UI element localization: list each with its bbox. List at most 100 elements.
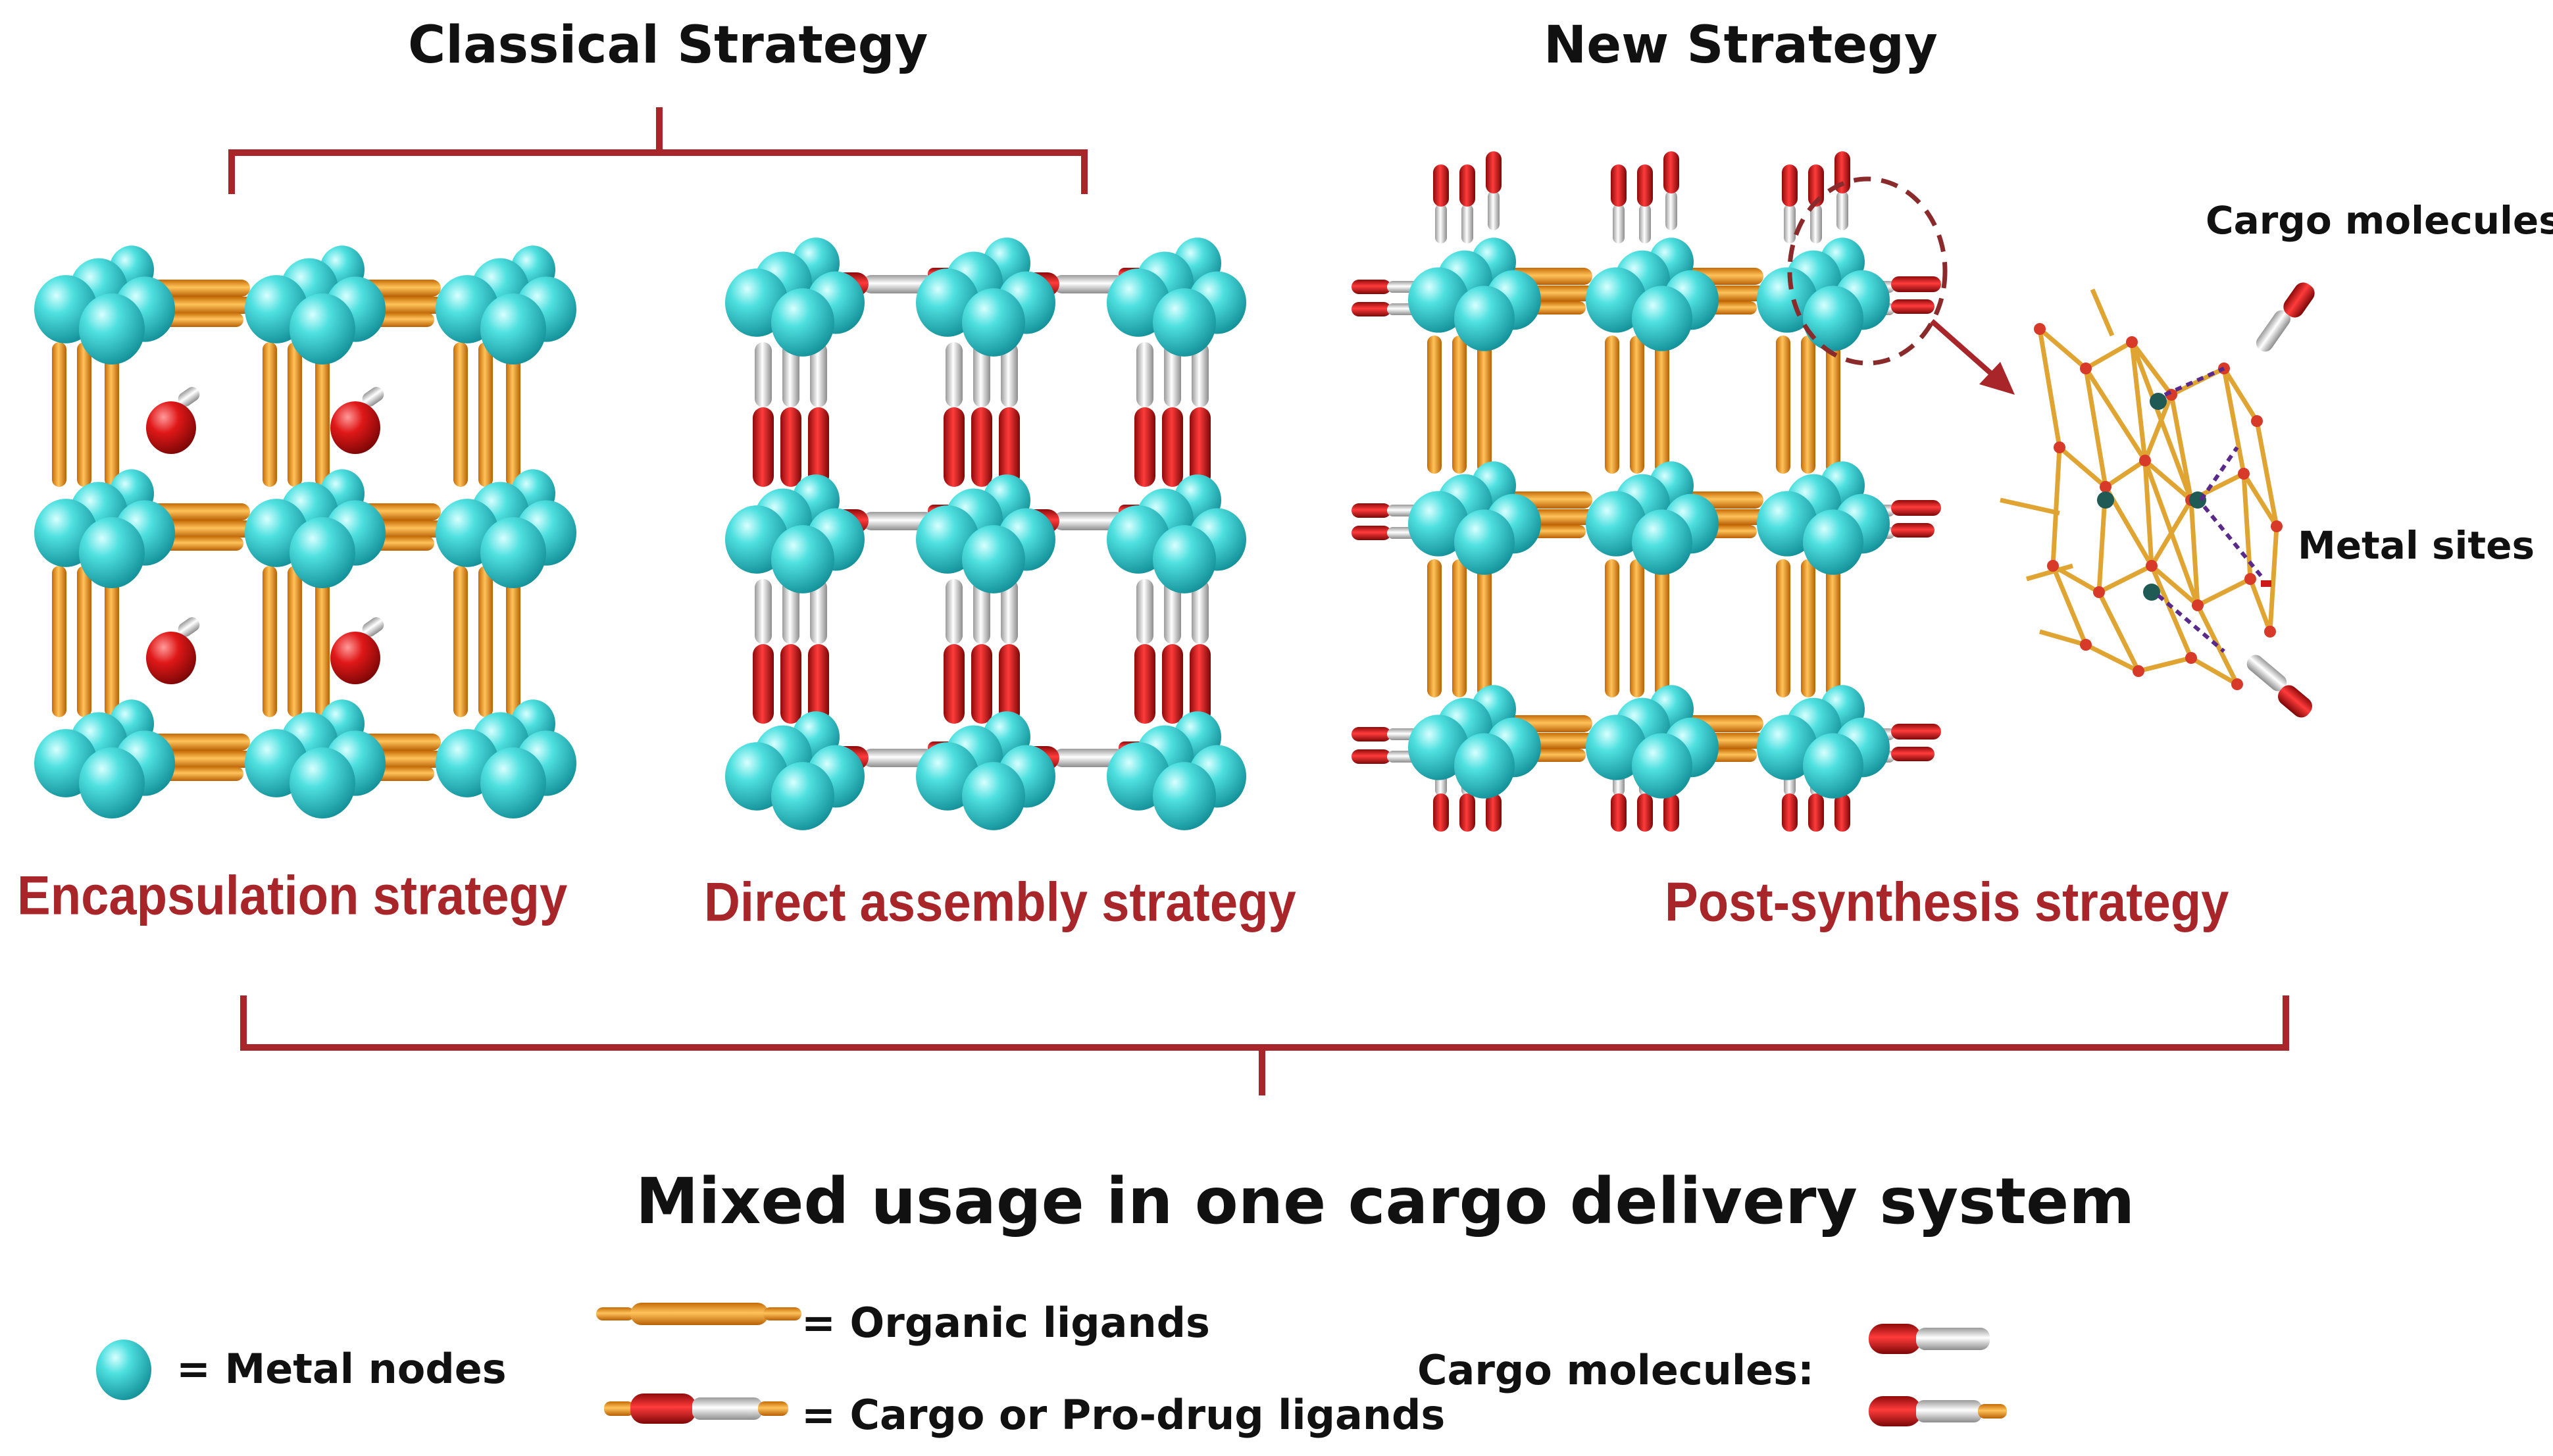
cargo-stub	[178, 387, 200, 407]
cluster-bond	[2143, 459, 2193, 502]
ligand-rod	[808, 407, 829, 487]
ligand-rod	[1162, 407, 1183, 487]
legend-cargo-molecule-icon-2	[1869, 1396, 2007, 1426]
ligand-rod	[1611, 164, 1627, 207]
ligand-rod	[1810, 204, 1822, 243]
ligand-rod	[1134, 407, 1155, 487]
cluster-bond	[2085, 642, 2140, 674]
ligand-rod	[1776, 559, 1790, 697]
metal-node	[771, 762, 834, 830]
cluster-bond	[2138, 655, 2192, 674]
cargo-stub	[362, 387, 384, 407]
metal-node	[1632, 286, 1692, 351]
metal-node	[1803, 286, 1863, 351]
mixed-usage-caption: Mixed usage in one cargo delivery system	[636, 1165, 2135, 1238]
cluster-bond	[2083, 368, 2108, 488]
ligand-rod	[808, 644, 829, 724]
ligand-rod	[1891, 276, 1941, 292]
ligand-rod	[944, 644, 965, 724]
post-synthesis-strategy-label: Post-synthesis strategy	[1665, 871, 2229, 933]
oxygen-atom	[2126, 336, 2138, 348]
ligand-rod	[1352, 280, 1391, 294]
ligand-rod	[1891, 299, 1934, 314]
metal-node	[962, 288, 1025, 357]
oxygen-atom	[2146, 560, 2158, 572]
metal-node	[962, 762, 1025, 830]
direct-assembly-framework	[725, 238, 1246, 830]
ligand-rod	[315, 342, 330, 487]
cluster-bond	[2130, 340, 2173, 397]
ligand-rod	[1136, 579, 1153, 644]
cluster-bond	[2098, 563, 2153, 595]
ligand-rod	[782, 342, 799, 407]
oxygen-atom	[2054, 441, 2065, 453]
ligand-rod	[263, 342, 277, 487]
ligand-rod	[1162, 644, 1183, 724]
ligand-rod	[1427, 336, 1442, 474]
ligand-rod	[1630, 559, 1644, 697]
ligand-rod	[755, 579, 772, 644]
ligand-rod	[753, 644, 774, 724]
oxygen-atom	[2244, 573, 2256, 585]
ligand-rod	[1663, 793, 1679, 832]
legend-metal-nodes-label: = Metal nodes	[176, 1345, 507, 1393]
metal-sites-callout: Metal sites	[2298, 523, 2535, 568]
cluster-bond	[2104, 459, 2146, 489]
ligand-rod	[862, 275, 934, 293]
ligand-rod	[1639, 204, 1651, 243]
ligand-rod	[1891, 523, 1934, 538]
ligand-rod	[478, 566, 493, 717]
ligand-rod	[946, 579, 963, 644]
ligand-rod	[862, 749, 934, 767]
ligand-rod	[1782, 793, 1798, 832]
metal-node	[1757, 491, 1817, 557]
oxygen-atom	[2080, 639, 2092, 651]
cargo-molecules-callout: Cargo molecules	[2206, 198, 2553, 243]
ligand-rod	[1459, 793, 1475, 832]
ligand-rod	[782, 579, 799, 644]
ligand-rod	[1136, 342, 1153, 407]
ligand-rod	[1352, 749, 1391, 764]
ligand-rod	[1801, 336, 1815, 474]
cluster-bond	[2142, 393, 2174, 462]
ligand-rod	[1053, 512, 1125, 530]
cluster-bond	[2254, 420, 2279, 527]
ligand-rod	[1630, 336, 1644, 474]
ligand-rod	[1053, 275, 1125, 293]
classical-bracket	[228, 107, 1088, 194]
ligand-rod	[1488, 191, 1500, 230]
cluster-bond	[2248, 578, 2273, 633]
legend-cargo-molecule-icon-1	[1869, 1324, 1990, 1354]
cargo-stub	[178, 617, 200, 637]
coordination-bond	[2157, 593, 2225, 653]
legend-cargo-molecules-label: Cargo molecules:	[1417, 1346, 1814, 1394]
cluster-bond	[2188, 499, 2200, 606]
ligand-rod	[1836, 191, 1848, 230]
cluster-bond	[2000, 497, 2060, 516]
cluster-bond	[2039, 629, 2086, 647]
metal-node	[1586, 715, 1646, 780]
ligand-rod	[1352, 526, 1391, 540]
cargo-stub	[362, 617, 384, 637]
metal-node	[1803, 733, 1863, 799]
ligand-rod	[1192, 342, 1209, 407]
oxygen-atom	[2100, 481, 2111, 493]
oxygen-atom	[2238, 468, 2250, 480]
metal-node	[79, 747, 145, 818]
metal-node	[1632, 509, 1692, 575]
ligand-rod	[944, 407, 965, 487]
zoom-callout	[1787, 176, 2015, 395]
ligand-rod	[1808, 793, 1824, 832]
zoom-arrow-shaft	[1930, 319, 2002, 384]
cluster-bond	[2050, 447, 2062, 566]
cluster-bond	[2037, 328, 2062, 448]
ligand-rod	[1801, 559, 1815, 697]
metal-node	[1408, 267, 1469, 333]
ligand-rod	[1891, 500, 1941, 516]
metal-node	[480, 747, 546, 818]
ligand-rod	[1461, 204, 1473, 243]
ligand-rod	[1611, 793, 1627, 832]
ligand-rod	[1427, 559, 1442, 697]
